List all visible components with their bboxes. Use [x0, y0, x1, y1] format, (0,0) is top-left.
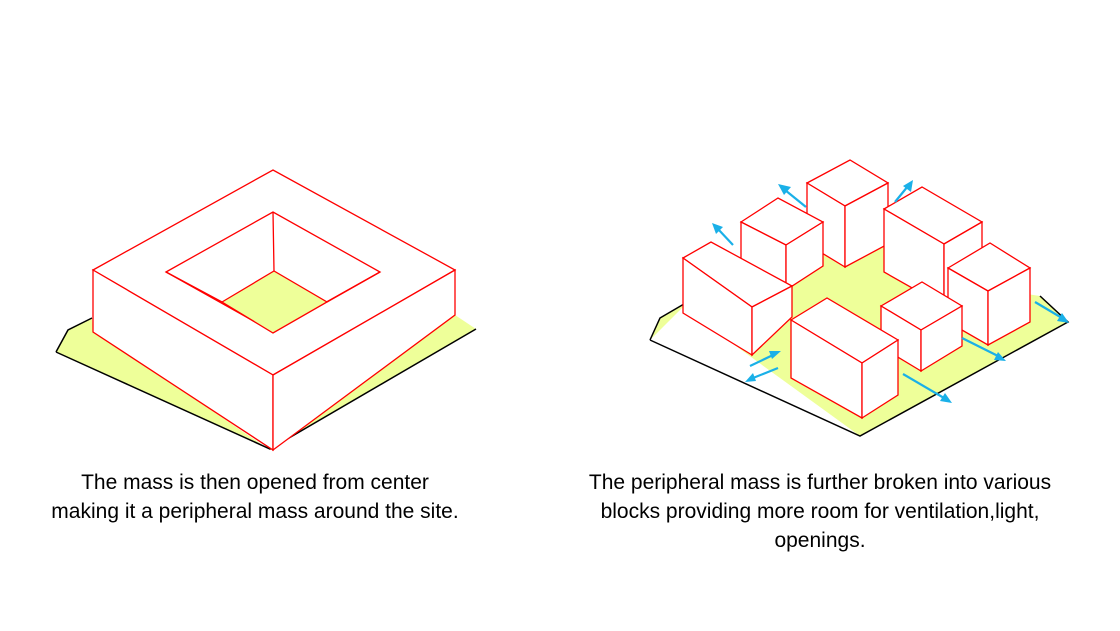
site-plane-left — [56, 315, 476, 450]
caption-right: The peripheral mass is further broken in… — [545, 468, 1095, 555]
arrow-icon — [961, 337, 1006, 361]
arrow-icon — [712, 223, 734, 246]
arrow-icon — [749, 351, 781, 367]
mass-right-face — [272, 268, 456, 452]
caption-left-line-2: making it a peripheral mass around the s… — [51, 500, 459, 523]
site-outline-right — [649, 295, 1070, 437]
caption-left-line-1: The mass is then opened from center — [81, 471, 429, 494]
arrow-icon — [778, 184, 807, 208]
caption-right-line-3: openings. — [774, 529, 866, 552]
courtyard-mass-diagram — [55, 169, 477, 452]
arrow-icon — [745, 366, 779, 382]
block-front-left — [681, 241, 794, 357]
site-outline-left — [55, 317, 477, 450]
arrow-icon — [894, 180, 913, 203]
courtyard-inner-walls — [165, 211, 381, 303]
arrow-icon — [902, 373, 952, 403]
block-back-left — [739, 197, 825, 292]
broken-blocks-diagram — [649, 159, 1070, 437]
ventilation-arrows — [712, 180, 1069, 403]
caption-right-line-2: blocks providing more room for ventilati… — [600, 500, 1040, 523]
caption-right-line-1: The peripheral mass is further broken in… — [588, 471, 1052, 494]
caption-left: The mass is then opened from center maki… — [10, 468, 500, 526]
block-front-mid-right — [879, 281, 964, 373]
arrow-icon — [1034, 301, 1069, 323]
block-front-center — [789, 297, 900, 420]
